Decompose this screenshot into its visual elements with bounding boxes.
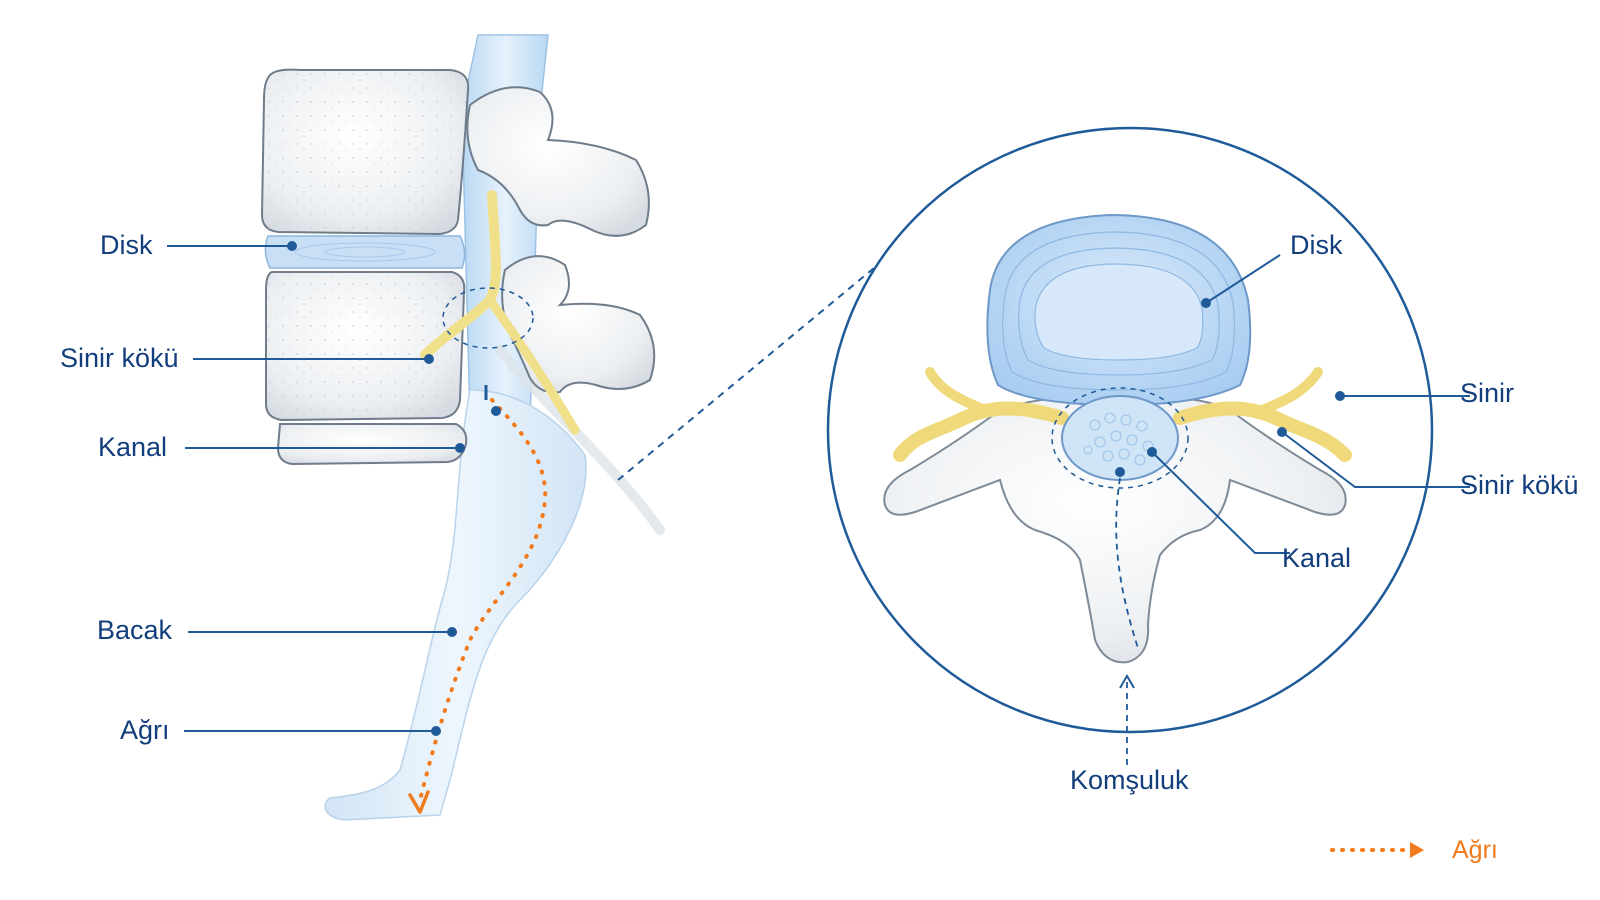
canal-texture bbox=[1083, 412, 1154, 466]
cross-section bbox=[826, 126, 1470, 765]
label-pain: Ağrı bbox=[120, 715, 170, 745]
left-nerve-upper bbox=[925, 367, 990, 415]
label-cross-canal: Kanal bbox=[1282, 543, 1352, 573]
cross-leaders bbox=[1115, 254, 1470, 554]
label-disk: Disk bbox=[100, 230, 153, 260]
pain-path bbox=[418, 398, 548, 802]
right-nerve-upper bbox=[1257, 367, 1323, 415]
lower-vertebra bbox=[265, 255, 656, 422]
label-neighborhood: Komşuluk bbox=[1070, 765, 1189, 795]
legend bbox=[1330, 842, 1424, 858]
left-nerve bbox=[893, 401, 1069, 462]
nerve-root-branch bbox=[485, 295, 580, 435]
label-cross-disk: Disk bbox=[1290, 230, 1343, 260]
leg-shape bbox=[324, 389, 587, 821]
cross-disc bbox=[986, 213, 1252, 407]
legend-pain-arrowhead bbox=[1410, 842, 1424, 858]
label-leg: Bacak bbox=[97, 615, 173, 645]
compression-zone bbox=[442, 287, 534, 349]
upper-vertebra bbox=[260, 68, 650, 237]
right-nerve bbox=[1173, 401, 1352, 462]
side-leaders bbox=[167, 241, 501, 736]
legend-pain-label: Ağrı bbox=[1452, 836, 1498, 864]
label-cross-nerve: Sinir bbox=[1460, 378, 1515, 408]
intervertebral-disc bbox=[264, 235, 466, 269]
label-nerve-root: Sinir kökü bbox=[60, 343, 179, 373]
cross-canal-outline bbox=[1051, 387, 1189, 489]
label-cross-nerve-root: Sinir kökü bbox=[1460, 470, 1579, 500]
side-view bbox=[167, 34, 665, 821]
neighborhood-path bbox=[1115, 477, 1139, 649]
vertebral-arch bbox=[883, 393, 1347, 664]
label-canal: Kanal bbox=[98, 432, 168, 462]
neighborhood-arrowhead bbox=[1119, 674, 1135, 689]
zoom-connector bbox=[617, 267, 875, 481]
vertebra-endplate bbox=[276, 423, 468, 466]
pain-arrowhead bbox=[408, 790, 430, 814]
